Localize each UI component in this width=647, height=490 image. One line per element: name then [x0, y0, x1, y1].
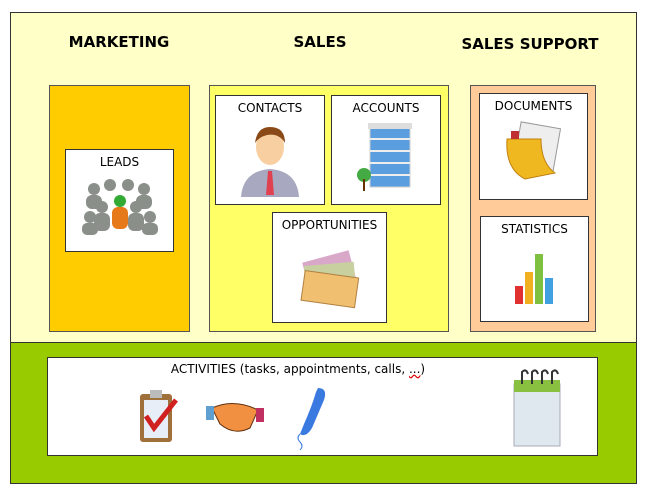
calendar-icon — [513, 369, 561, 447]
phone-icon — [297, 388, 326, 450]
opportunities-card[interactable]: OPPORTUNITIES — [272, 212, 387, 323]
activities-card[interactable]: ACTIVITIES (tasks, appointments, calls, … — [47, 357, 598, 456]
handshake-icon — [206, 403, 264, 432]
documents-card[interactable]: DOCUMENTS — [479, 93, 588, 200]
bar-chart-icon — [514, 254, 553, 304]
marketing-heading: MARKETING — [68, 33, 170, 51]
money-icon — [299, 250, 359, 309]
person-icon — [241, 127, 299, 197]
sales-heading: SALES — [293, 33, 347, 51]
statistics-label: STATISTICS — [501, 222, 568, 236]
sales-support-heading: SALES SUPPORT — [461, 35, 599, 53]
activities-label: ACTIVITIES (tasks, appointments, calls, … — [170, 362, 426, 376]
leads-card[interactable]: LEADS — [65, 149, 174, 252]
contacts-label: CONTACTS — [237, 101, 303, 115]
opportunities-label: OPPORTUNITIES — [281, 218, 378, 232]
statistics-card[interactable]: STATISTICS — [480, 216, 589, 322]
documents-label: DOCUMENTS — [494, 99, 573, 113]
accounts-label: ACCOUNTS — [352, 101, 420, 115]
office-building-icon — [357, 123, 412, 191]
leads-label: LEADS — [99, 155, 140, 169]
people-group-icon — [81, 179, 158, 235]
folder-documents-icon — [505, 121, 561, 180]
contacts-card[interactable]: CONTACTS — [215, 95, 325, 205]
accounts-card[interactable]: ACCOUNTS — [331, 95, 441, 205]
task-clipboard-icon — [140, 390, 178, 442]
